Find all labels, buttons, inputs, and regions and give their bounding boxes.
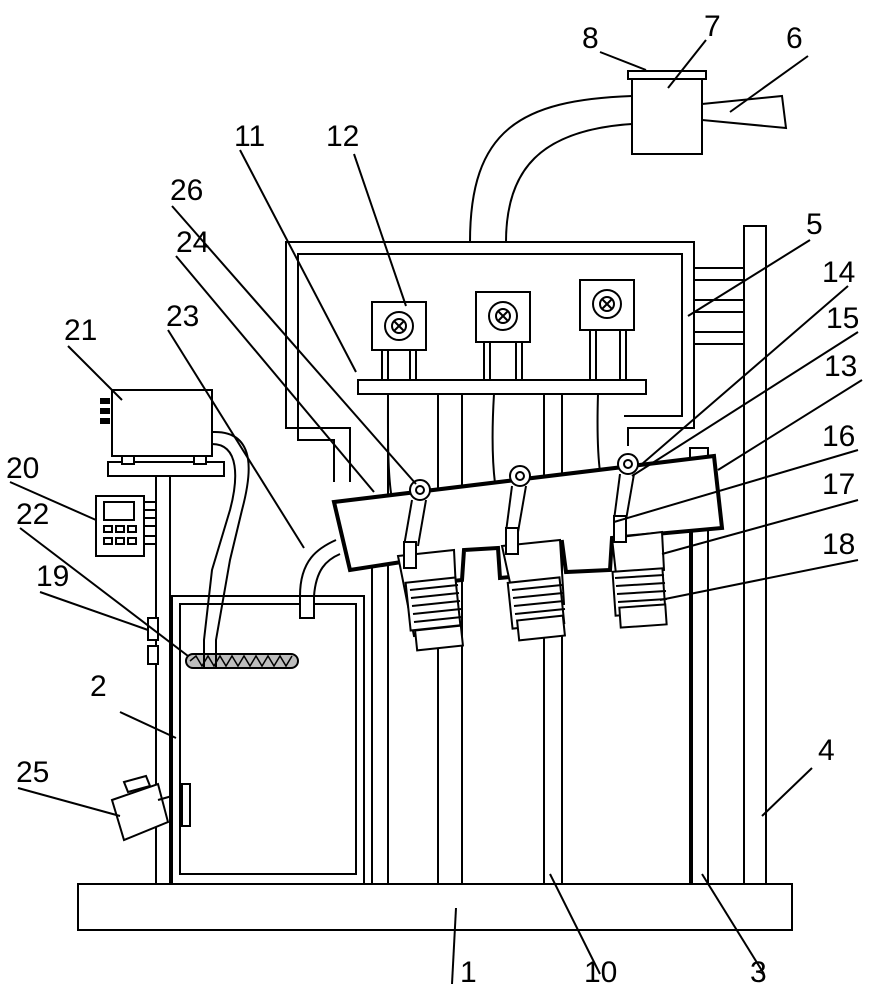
label-13: 13 (824, 350, 857, 383)
part-labels: 1 2 3 4 5 6 7 8 10 11 12 13 14 15 16 17 … (6, 10, 859, 989)
label-7: 7 (704, 10, 721, 43)
label-16: 16 (822, 420, 855, 453)
motor-shelf (357, 379, 647, 395)
label-22: 22 (16, 498, 49, 531)
label-14: 14 (822, 256, 855, 289)
label-23: 23 (166, 300, 199, 333)
drain-valve (110, 774, 173, 842)
right-column (743, 225, 767, 885)
housing (285, 241, 695, 482)
label-24: 24 (176, 226, 209, 259)
label-15: 15 (826, 302, 859, 335)
cabinet (171, 595, 365, 885)
heater (185, 653, 299, 669)
label-25: 25 (16, 756, 49, 789)
motors (371, 279, 635, 380)
pivot-rings (403, 453, 639, 569)
label-11: 11 (234, 120, 265, 153)
label-6: 6 (786, 22, 803, 55)
label-21: 21 (64, 314, 97, 347)
leader-lines (9, 39, 863, 985)
label-26: 26 (170, 174, 203, 207)
label-10: 10 (584, 956, 617, 989)
label-4: 4 (818, 734, 835, 767)
blower-body (631, 77, 703, 155)
label-2: 2 (90, 670, 107, 703)
label-8: 8 (582, 22, 599, 55)
label-17: 17 (822, 468, 855, 501)
label-18: 18 (822, 528, 855, 561)
label-5: 5 (806, 208, 823, 241)
blower-lid (627, 70, 707, 80)
label-19: 19 (36, 560, 69, 593)
drive-box (100, 389, 250, 668)
label-3: 3 (750, 956, 767, 989)
return-pipe (299, 539, 341, 597)
label-1: 1 (460, 956, 477, 989)
housing-brackets (694, 267, 744, 345)
label-20: 20 (6, 452, 39, 485)
label-12: 12 (326, 120, 359, 153)
connectors (396, 530, 668, 652)
outlet-pipe (701, 94, 788, 130)
supply-hose (469, 95, 633, 243)
right-rail (689, 447, 709, 885)
base-plate (77, 883, 793, 931)
